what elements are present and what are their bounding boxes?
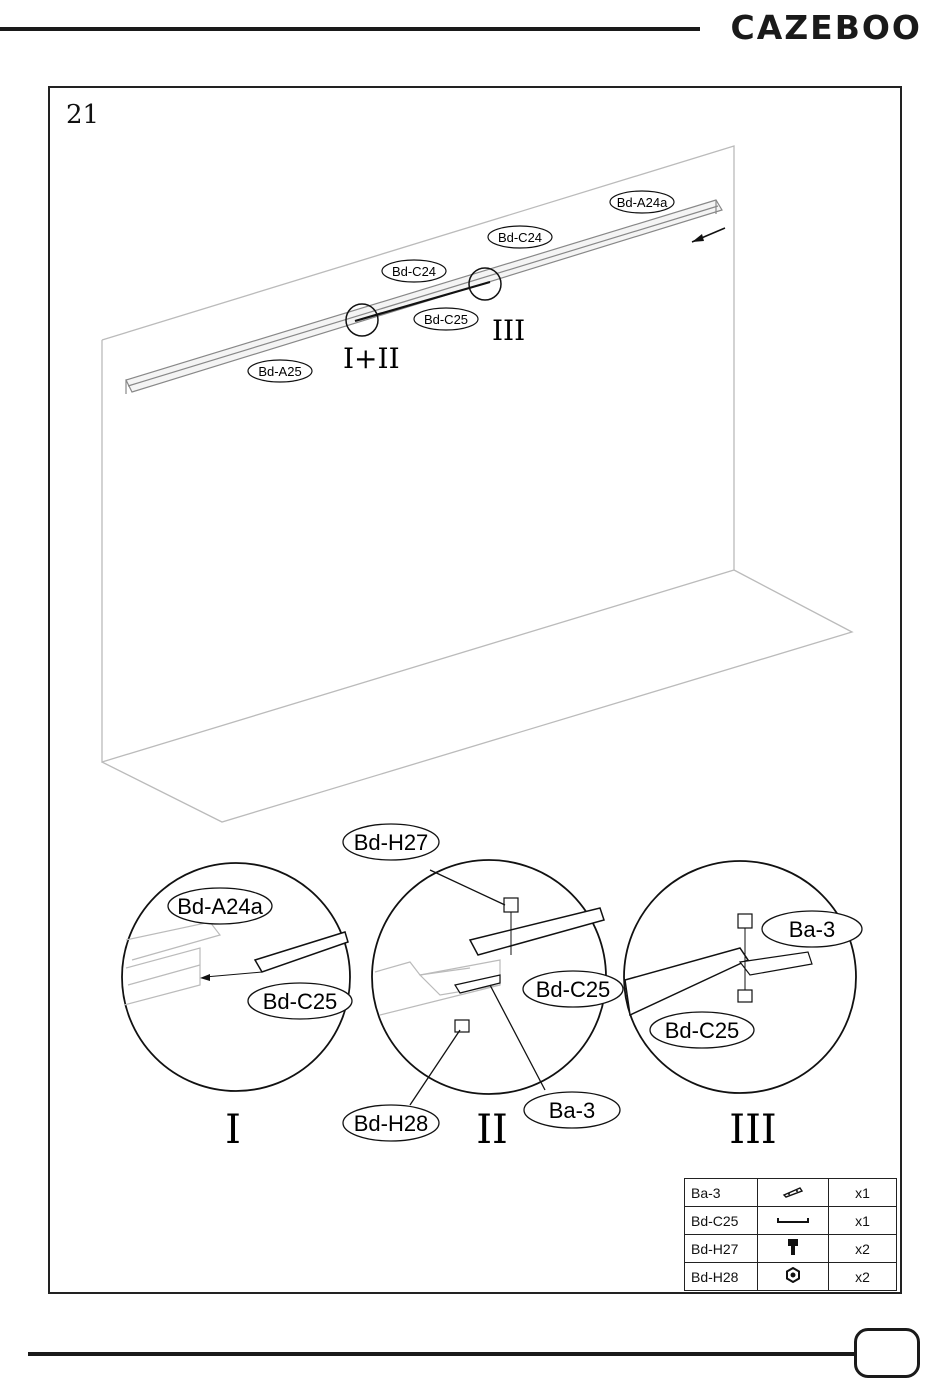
- part-qty: x2: [829, 1263, 897, 1291]
- table-row: Ba-3 x1: [685, 1179, 897, 1207]
- part-code: Bd-H28: [685, 1263, 758, 1291]
- part-qty: x1: [829, 1179, 897, 1207]
- part-code: Bd-C25: [685, 1207, 758, 1235]
- detail-i-label-bd-a24a: Bd-A24a: [177, 894, 263, 919]
- part-qty: x1: [829, 1207, 897, 1235]
- part-qty: x2: [829, 1235, 897, 1263]
- detail-circle-i: Bd-A24a Bd-C25: [122, 863, 352, 1091]
- footer-rule: [28, 1352, 854, 1356]
- detail-caption-i: I: [225, 1107, 241, 1153]
- table-row: Bd-H28 x2: [685, 1263, 897, 1291]
- part-code: Bd-H27: [685, 1235, 758, 1263]
- detail-iii-label-ba-3: Ba-3: [789, 917, 835, 942]
- overview-label-bd-c24: Bd-C24: [392, 264, 436, 279]
- detail-ii-label-bd-c25: Bd-C25: [536, 977, 611, 1002]
- detail-ref-i-ii: I+II: [343, 342, 400, 375]
- detail-iii-label-bd-c25: Bd-C25: [665, 1018, 740, 1043]
- overview-label-bd-a25: Bd-A25: [258, 364, 301, 379]
- overview-label-bd-a24a: Bd-A24a: [617, 195, 668, 210]
- overview-label-bd-c24: Bd-C24: [498, 230, 542, 245]
- detail-circle-ii: Bd-H27 Bd-C25 Bd-H28 Ba-3: [343, 824, 623, 1141]
- page-number-box: [854, 1328, 920, 1378]
- detail-ii-label-bd-h27: Bd-H27: [354, 830, 429, 855]
- detail-ii-label-ba-3: Ba-3: [549, 1098, 595, 1123]
- detail-caption-ii: II: [476, 1107, 508, 1153]
- wall-rail: [126, 200, 722, 394]
- detail-circle-iii: Ba-3 Bd-C25: [624, 861, 862, 1093]
- detail-ii-label-bd-h28: Bd-H28: [354, 1111, 429, 1136]
- table-row: Bd-C25 x1: [685, 1207, 897, 1235]
- room-wireframe: [102, 146, 852, 822]
- arrowhead-icon: [692, 234, 704, 242]
- part-code: Ba-3: [685, 1179, 758, 1207]
- detail-i-label-bd-c25: Bd-C25: [263, 989, 338, 1014]
- nut-icon: [758, 1263, 829, 1291]
- overview-label-bd-c25: Bd-C25: [424, 312, 468, 327]
- bolt-icon: [758, 1235, 829, 1263]
- table-row: Bd-H27 x2: [685, 1235, 897, 1263]
- detail-caption-iii: III: [729, 1107, 776, 1153]
- detail-ref-iii: III: [492, 314, 525, 347]
- parts-table: Ba-3 x1 Bd-C25 x1 Bd-H27 x2 Bd-H28 x2: [684, 1178, 897, 1291]
- connector-icon: [758, 1207, 829, 1235]
- plate-icon: [758, 1179, 829, 1207]
